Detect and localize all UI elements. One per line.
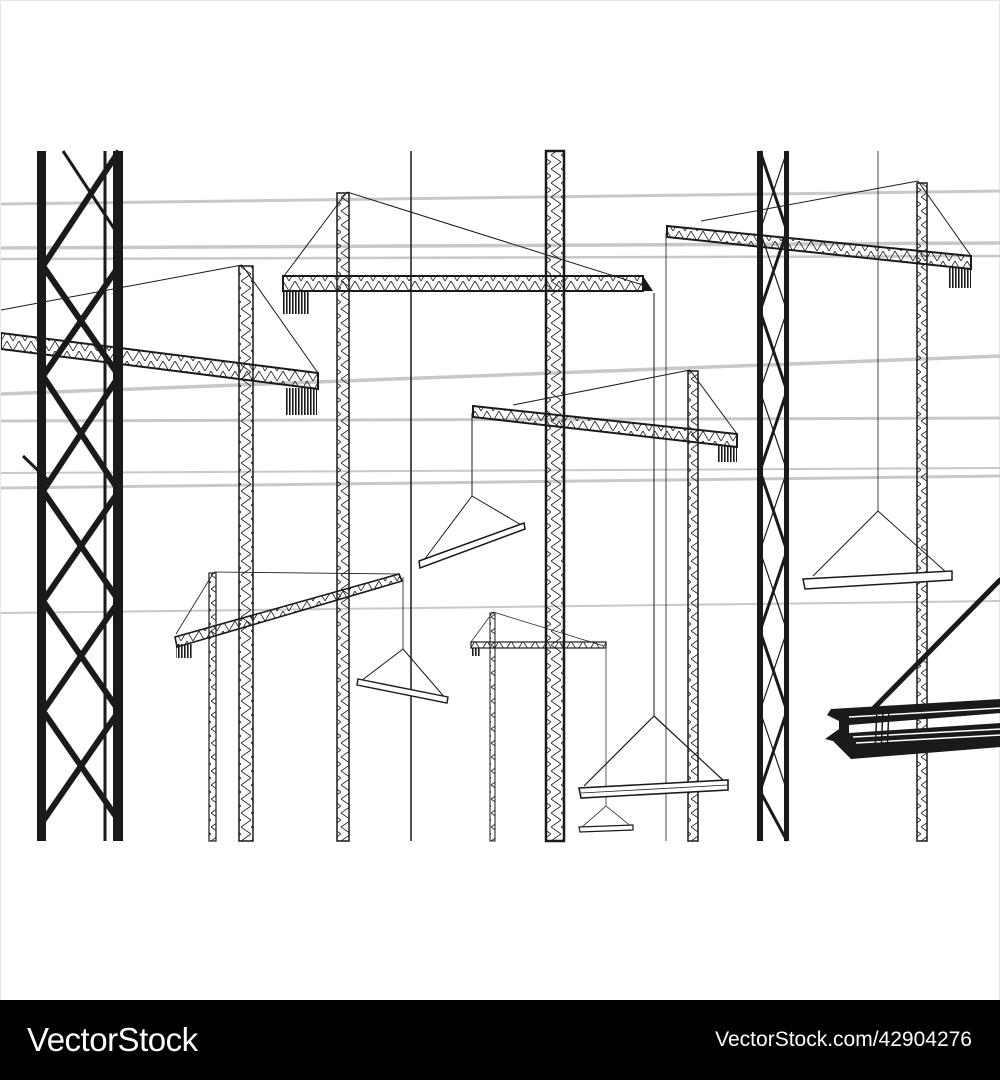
foreground-tower-left	[21, 149, 123, 841]
center-lattice-mast	[544, 149, 566, 843]
crane-illustration	[0, 0, 1000, 1000]
crane-a	[1, 264, 319, 842]
crane-f	[470, 611, 634, 842]
brand-logo-text: VectorStock	[27, 1021, 198, 1058]
crane-e	[174, 571, 449, 842]
foreground-tower-right	[757, 150, 789, 842]
hanging-beam-center	[578, 715, 729, 799]
stock-id-text: VectorStock.com/42904276	[715, 1028, 972, 1051]
crane-b	[282, 191, 655, 842]
crane-c	[418, 369, 738, 842]
foreground-steel-beam	[825, 577, 1000, 759]
crane-scene-svg	[1, 149, 1000, 843]
crane-d	[665, 151, 972, 842]
watermark-footer: VectorStock VectorStock.com/42904276	[0, 1000, 1000, 1080]
